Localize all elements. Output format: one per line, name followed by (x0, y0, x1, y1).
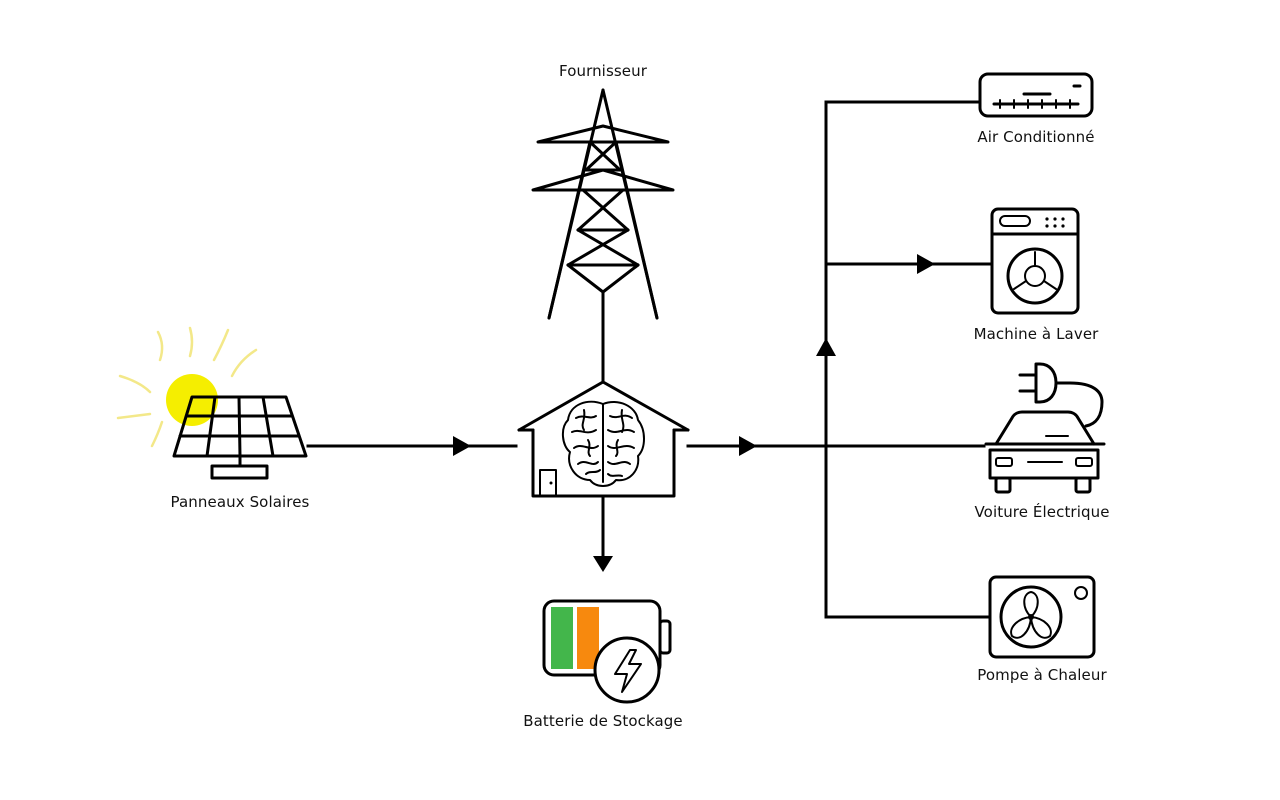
battery-icon (542, 599, 672, 704)
battery-cell-orange (577, 607, 599, 669)
air-conditioner-icon (978, 72, 1094, 118)
lightning-bolt-icon (614, 649, 642, 693)
arrow-bus-up (816, 338, 836, 356)
car-body (988, 448, 1100, 480)
label-pompe-a-chaleur: Pompe à Chaleur (977, 666, 1107, 684)
plug-icon (1018, 362, 1104, 428)
ac-body (978, 72, 1094, 118)
label-panneaux-solaires: Panneaux Solaires (170, 493, 310, 511)
smart-house-icon (517, 380, 690, 498)
sun-rays (116, 326, 258, 448)
flow-lines (306, 100, 992, 619)
label-fournisseur: Fournisseur (559, 62, 647, 80)
electric-car-icon (984, 410, 1106, 494)
house-walls (531, 428, 676, 498)
label-machine-a-laver: Machine à Laver (973, 325, 1099, 343)
heat-pump-icon (988, 575, 1096, 659)
power-pylon-icon (531, 88, 675, 320)
brain-icon (562, 400, 645, 487)
label-air-conditionne: Air Conditionné (977, 128, 1095, 146)
label-batterie-stockage: Batterie de Stockage (523, 712, 683, 730)
solar-panel-grid (178, 395, 301, 458)
bolt-badge (593, 636, 661, 704)
door-knob (549, 481, 553, 485)
arrow-house-to-loads (739, 436, 757, 456)
house-roof (517, 380, 690, 432)
washer-body (990, 207, 1080, 315)
solar-panel-base (210, 464, 269, 480)
sun-icon (116, 326, 258, 448)
label-voiture-electrique: Voiture Électrique (974, 503, 1110, 521)
washer-drum (1006, 247, 1064, 305)
arrow-solar-to-house (453, 436, 471, 456)
battery-cell-green (551, 607, 573, 669)
heatpump-fan (999, 585, 1063, 649)
solar-panel-icon (172, 395, 308, 480)
arrow-house-to-battery (593, 556, 613, 572)
car-roof (994, 410, 1096, 446)
battery-terminal (658, 619, 672, 655)
house-door (539, 469, 557, 497)
heatpump-body (988, 575, 1096, 659)
arrow-to-washing-machine (917, 254, 935, 274)
washing-machine-icon (990, 207, 1080, 315)
